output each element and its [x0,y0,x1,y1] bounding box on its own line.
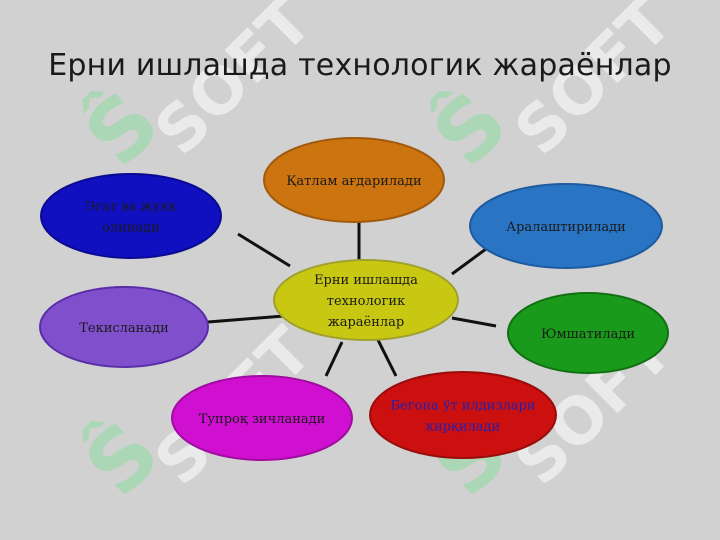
connector-tuproq [324,341,344,377]
node-qatlam-ellipse [263,137,445,223]
node-center: Ерни ишлашда технологик жараёнлар [273,259,459,341]
node-tekis: Текисланади [39,286,209,368]
node-tuproq-label: Тупроқ зичланади [199,412,326,427]
connector-lines [207,222,497,377]
node-center-ellipse [273,259,459,341]
node-yumsh-label: Юмшатилади [541,327,635,342]
diagram-nodes: Қатлам ағдариладиАралаштириладиЮмшатилад… [39,137,669,461]
node-tekis-label: Текисланади [79,321,169,336]
connector-yumsh [451,316,497,328]
connector-egat [237,232,291,268]
node-aralash-label: Аралаштирилади [506,220,626,235]
node-center-label: жараёнлар [328,315,404,330]
connector-tekis [207,314,285,324]
node-aralash-ellipse [469,183,663,269]
node-begona: Бегона ўт илдизлари кирқилади [369,371,557,459]
node-begona-label: Бегона ўт илдизлари [390,399,535,414]
node-egat-ellipse [40,173,222,259]
node-yumsh: Юмшатилади [507,292,669,374]
node-aralash: Аралаштирилади [469,183,663,269]
connector-aralash [451,244,491,276]
node-tuproq: Тупроқ зичланади [171,375,353,461]
connector-begona [376,339,398,377]
node-tuproq-ellipse [171,375,353,461]
node-egat-label: олинади [102,221,160,236]
node-qatlam: Қатлам ағдарилади [263,137,445,223]
node-egat-label: Эгат ва жуяк [86,200,177,215]
node-tekis-ellipse [39,286,209,368]
node-begona-label: кирқилади [426,420,500,435]
node-center-label: Ерни ишлашда [314,273,418,288]
node-egat: Эгат ва жуяк олинади [40,173,222,259]
slide-title: Ерни ишлашда технологик жараёнлар [48,48,672,83]
node-center-label: технологик [327,294,405,309]
node-begona-ellipse [369,371,557,459]
node-qatlam-label: Қатлам ағдарилади [286,174,421,189]
node-yumsh-ellipse [507,292,669,374]
